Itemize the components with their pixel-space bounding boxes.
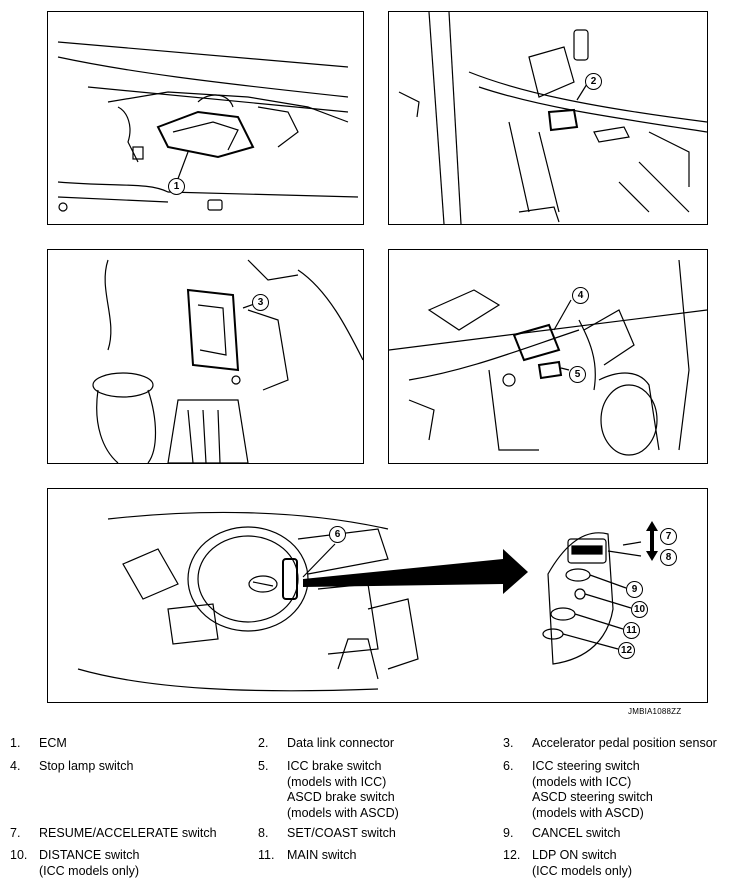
callout-6: 6 — [329, 526, 346, 543]
legend-text: LDP ON switch (ICC models only) — [532, 848, 633, 878]
callout-2: 2 — [585, 73, 602, 90]
legend-text: ICC brake switch (models with ICC) ASCD … — [287, 759, 399, 820]
illustration-accelerator-pedal-sensor-location: 3 — [47, 249, 364, 464]
callout-11: 11 — [623, 622, 640, 639]
data-link-connector-drawing — [398, 12, 707, 224]
figure-id: JMBIA1088ZZ — [628, 707, 682, 716]
legend-num: 7. — [10, 826, 21, 840]
callout-5: 5 — [569, 366, 586, 383]
legend-num: 10. — [10, 848, 28, 862]
legend-num: 11. — [258, 848, 275, 862]
legend-num: 6. — [503, 759, 514, 773]
callout-12: 12 — [618, 642, 635, 659]
legend-num: 2. — [258, 736, 269, 750]
legend-num: 9. — [503, 826, 514, 840]
legend-num: 3. — [503, 736, 514, 750]
callout-8: 8 — [660, 549, 677, 566]
callout-1: 1 — [168, 178, 185, 195]
legend-text: ICC steering switch (models with ICC) AS… — [532, 759, 653, 820]
legend-text: Stop lamp switch — [39, 759, 134, 773]
legend-num: 5. — [258, 759, 269, 773]
callout-4: 4 — [572, 287, 589, 304]
legend-text: Data link connector — [287, 736, 395, 750]
brake-switch-drawing — [389, 259, 707, 456]
legend-text: DISTANCE switch (ICC models only) — [39, 848, 140, 878]
callout-3: 3 — [252, 294, 269, 311]
illustration-data-link-connector-location: 2 — [388, 11, 708, 225]
legend-text: MAIN switch — [287, 848, 357, 862]
legend-text: CANCEL switch — [532, 826, 621, 840]
callout-10: 10 — [631, 601, 648, 618]
legend-text: Accelerator pedal position sensor — [532, 736, 717, 750]
steering-switch-drawing — [77, 511, 658, 692]
illustration-stop-lamp-and-brake-switch-location: 4 5 — [388, 249, 708, 464]
legend-num: 8. — [258, 826, 269, 840]
legend-text: SET/COAST switch — [287, 826, 396, 840]
illustration-steering-switch-location: 6 7 8 9 10 11 12 — [47, 488, 708, 703]
accelerator-pedal-drawing — [92, 259, 363, 463]
legend-text: RESUME/ACCELERATE switch — [39, 826, 217, 840]
legend-num: 1. — [10, 736, 21, 750]
ecm-drawing — [57, 41, 359, 212]
callout-9: 9 — [626, 581, 643, 598]
callout-7: 7 — [660, 528, 677, 545]
illustration-ecm-location: 1 — [47, 11, 364, 225]
legend-num: 4. — [10, 759, 21, 773]
legend-text: ECM — [39, 736, 67, 750]
legend-num: 12. — [503, 848, 521, 862]
